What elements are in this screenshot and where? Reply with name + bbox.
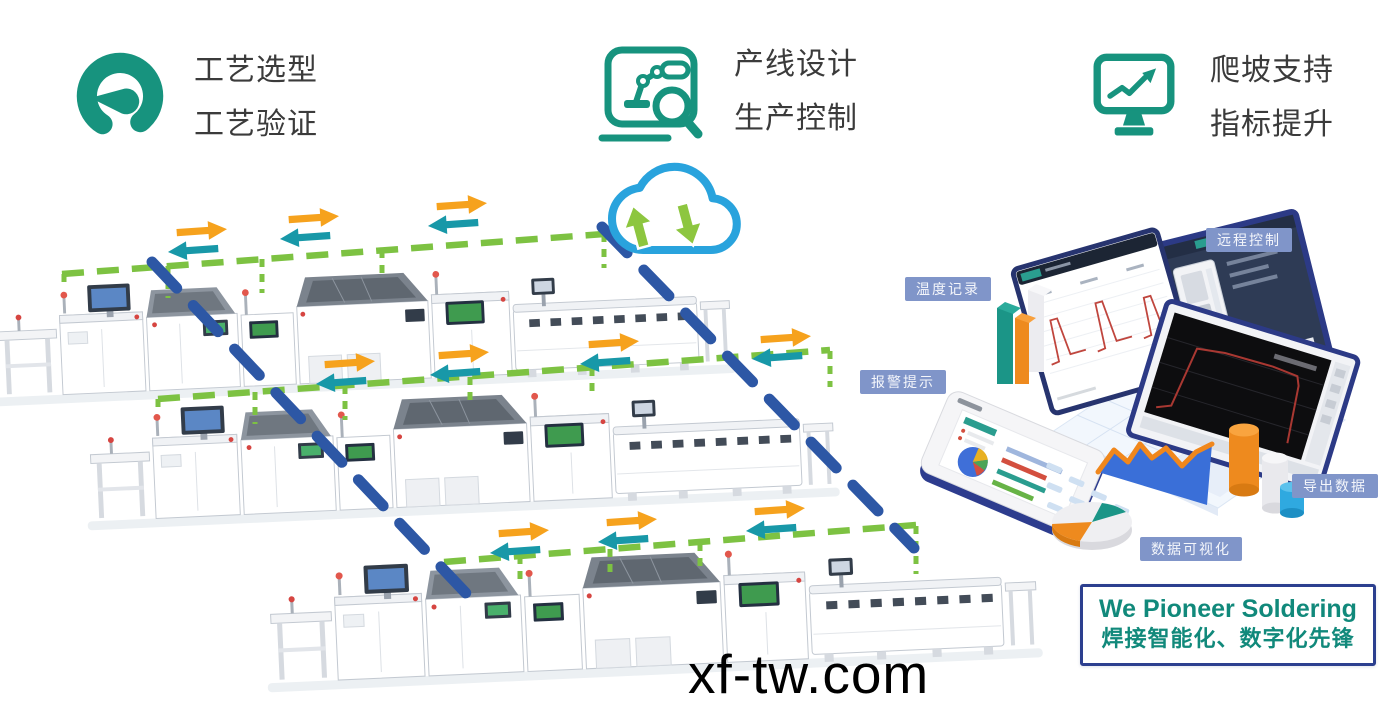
gauge-icon [76,52,164,140]
badge-remote-control: 远程控制 [1206,228,1292,252]
feature-line: 指标提升 [1210,108,1334,141]
area-chart [1095,441,1215,505]
watermark-text: xf-tw.com [688,643,930,705]
bar-chart-3d [997,284,1052,384]
tablet-analytics [920,391,1106,540]
slogan-box: We Pioneer Soldering 焊接智能化、数字化先锋 [1080,584,1376,666]
feature-line: 生产控制 [734,102,858,135]
badge-alarm-alert: 报警提示 [860,370,946,394]
feature-line: 工艺选型 [194,54,318,87]
feature-ramp-up: 爬坡支持 指标提升 [1086,50,1334,158]
badge-temperature-record: 温度记录 [905,277,991,301]
feature-line: 爬坡支持 [1210,54,1334,87]
smt-production-line-2 [82,377,841,531]
feature-line: 产线设计 [734,48,858,81]
badge-data-visualization: 数据可视化 [1140,537,1242,561]
monitor-trend-icon [1093,53,1175,136]
badge-export-data: 导出数据 [1292,474,1378,498]
dashboard-illustration [920,208,1361,550]
slogan-chinese: 焊接智能化、数字化先锋 [1101,626,1355,651]
board-flow-lines [146,221,920,614]
feature-line-design: 产线设计 生产控制 [596,44,858,152]
pie-chart-3d [1052,502,1132,550]
slogan-english: We Pioneer Soldering [1099,595,1357,623]
cloud-sync-icon [607,162,741,255]
feature-line: 工艺验证 [194,108,318,141]
feature-process-selection: 工艺选型 工艺验证 [74,50,318,158]
robot-inspection-icon [598,46,703,142]
